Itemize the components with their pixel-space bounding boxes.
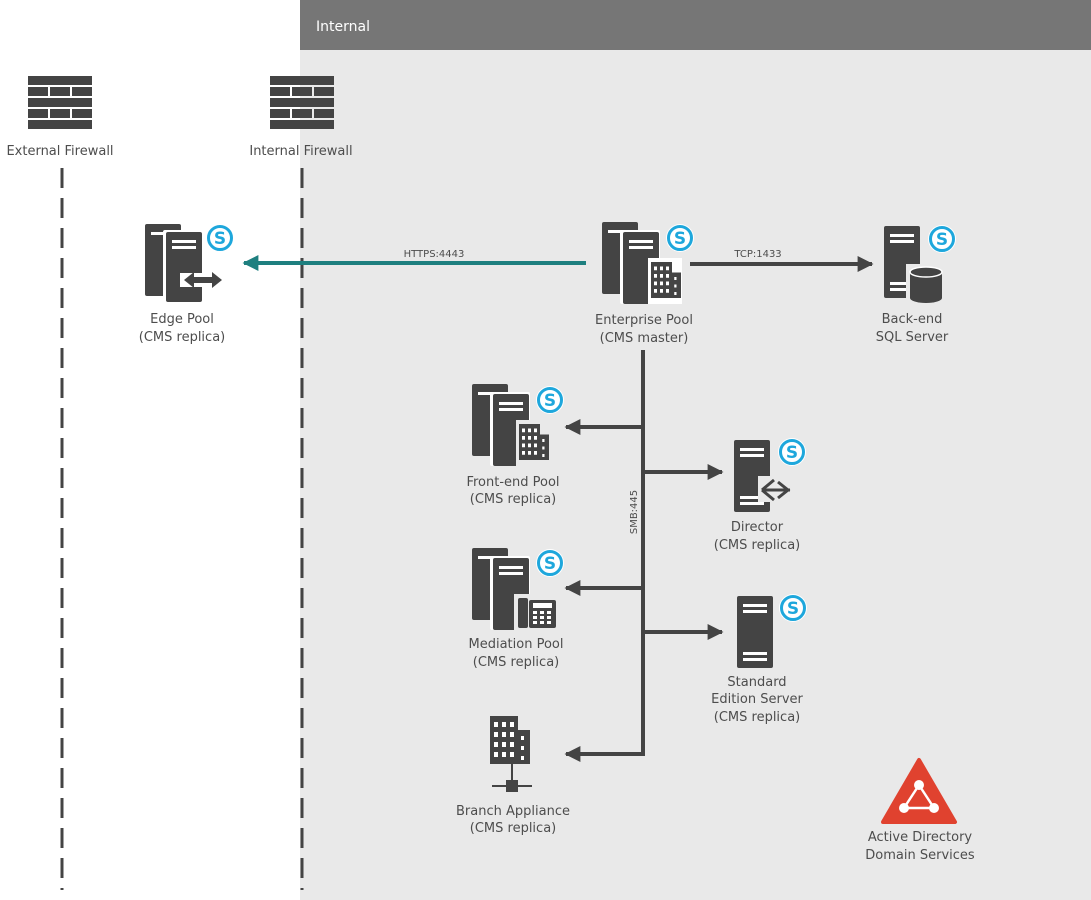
branch-appliance-label: Branch Appliance — [456, 804, 570, 819]
director-role: (CMS replica) — [714, 538, 800, 553]
backend-sql-node: Back-end SQL Server — [876, 223, 958, 345]
external-firewall-label: External Firewall — [6, 144, 113, 159]
backend-sql-label: Back-end — [882, 312, 943, 327]
network-icon — [492, 764, 532, 792]
edge-pool-role: (CMS replica) — [139, 330, 225, 345]
active-directory-node: Active Directory Domain Services — [865, 758, 975, 863]
mediation-pool-node: Mediation Pool (CMS replica) — [469, 547, 566, 670]
director-node: Director (CMS replica) — [714, 436, 808, 553]
internal-firewall-label: Internal Firewall — [249, 144, 352, 159]
server-pool-icon — [145, 224, 222, 302]
backend-sql-label-2: SQL Server — [876, 330, 949, 345]
enterprise-pool-role: (CMS master) — [600, 331, 689, 346]
database-icon — [906, 264, 946, 306]
active-directory-label-2: Domain Services — [865, 848, 975, 863]
tcp-port-label: TCP:1433 — [733, 249, 781, 260]
internal-zone — [300, 0, 1091, 900]
standard-edition-node: Standard Edition Server (CMS replica) — [711, 592, 809, 725]
phone-icon — [514, 594, 558, 630]
standard-edition-label: Standard — [727, 675, 786, 690]
edge-pool-label: Edge Pool — [150, 312, 214, 327]
skype-badge-icon — [534, 384, 566, 416]
skype-badge-icon — [776, 436, 808, 468]
routing-arrows-icon — [761, 478, 791, 502]
skype-badge-icon — [664, 222, 696, 254]
active-directory-icon — [881, 758, 957, 824]
mediation-pool-role: (CMS replica) — [473, 655, 559, 670]
frontend-pool-role: (CMS replica) — [470, 492, 556, 507]
frontend-pool-label: Front-end Pool — [466, 475, 559, 490]
internal-zone-title: Internal — [316, 19, 370, 35]
external-firewall: External Firewall — [6, 76, 114, 159]
active-directory-label: Active Directory — [868, 830, 973, 845]
internal-zone-header — [300, 0, 1091, 50]
skype-badge-icon — [777, 592, 809, 624]
skype-badge-icon — [204, 222, 236, 254]
brick-wall-icon — [270, 76, 334, 129]
mediation-pool-label: Mediation Pool — [469, 637, 564, 652]
director-label: Director — [731, 520, 784, 535]
standard-edition-role: (CMS replica) — [714, 710, 800, 725]
brick-wall-icon — [28, 76, 92, 129]
skype-badge-icon — [926, 223, 958, 255]
internal-firewall: Internal Firewall — [249, 76, 353, 159]
https-port-label: HTTPS:4443 — [404, 249, 465, 260]
enterprise-pool-label: Enterprise Pool — [595, 313, 693, 328]
frontend-pool-node: Front-end Pool (CMS replica) — [466, 384, 566, 507]
enterprise-pool-node: Enterprise Pool (CMS master) — [595, 222, 696, 346]
smb-port-label: SMB:445 — [629, 490, 640, 534]
skype-badge-icon — [534, 547, 566, 579]
branch-appliance-role: (CMS replica) — [470, 821, 556, 836]
branch-appliance-node: Branch Appliance (CMS replica) — [456, 716, 570, 836]
edge-pool-node: Edge Pool (CMS replica) — [139, 222, 236, 345]
standard-edition-label-2: Edition Server — [711, 692, 803, 707]
server-icon — [737, 596, 773, 668]
